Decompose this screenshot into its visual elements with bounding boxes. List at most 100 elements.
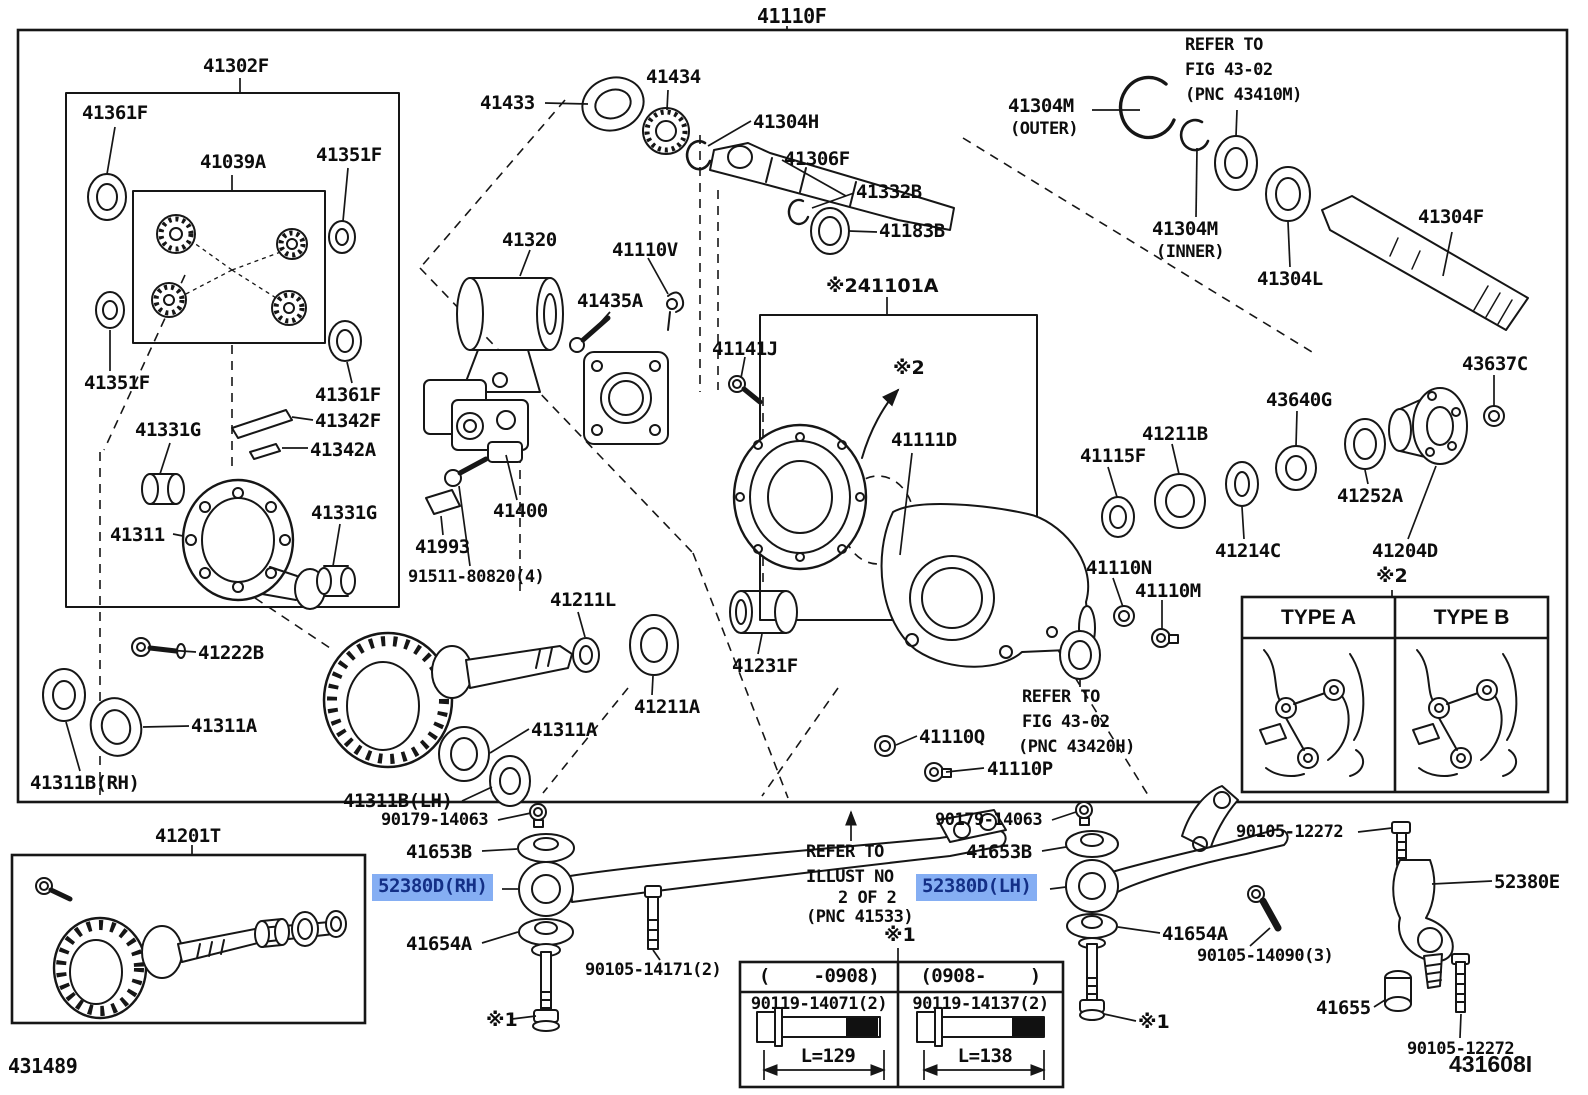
part-label-41110m: 41110M [1135, 580, 1201, 602]
ref-mark-1-left: ※1 [486, 1009, 518, 1031]
differential-case-parts-illustration [87, 173, 362, 610]
part-label-41351f-upper: 41351F [316, 144, 382, 166]
ring-gear-and-pinion-illustration [42, 631, 573, 807]
part-label-41351f-lower: 41351F [84, 372, 150, 394]
ref-mark-1-table: ※1 [884, 924, 916, 946]
bolt-table-length-right: L=138 [957, 1045, 1013, 1067]
part-label-41204d: 41204D [1372, 540, 1438, 562]
actuator-tube-illustration [423, 277, 685, 515]
part-label-41331g-upper: 41331G [135, 419, 201, 441]
part-label-41101a: ※241101A [826, 275, 939, 297]
part-label-41252a: 41252A [1337, 485, 1403, 507]
part-label-90105-12272-top: 90105-12272 [1236, 822, 1344, 842]
note-refer-illust-line2: ILLUST NO [806, 867, 894, 887]
part-label-41141j: 41141J [712, 338, 778, 360]
part-label-41311: 41311 [110, 524, 165, 546]
part-label-43640g: 43640G [1266, 389, 1332, 411]
part-label-41304m-outer-sub: (OUTER) [1010, 119, 1079, 139]
part-label-90105-12272-bottom: 90105-12272 [1407, 1039, 1515, 1059]
part-label-41304h: 41304H [753, 111, 819, 133]
part-label-90105-14090: 90105-14090(3) [1197, 946, 1334, 966]
drawing-code-bottom-right: 431608I [1449, 1051, 1533, 1077]
drawing-code-bottom-left: 431489 [8, 1054, 78, 1078]
ref-mark-2-above-type-table: ※2 [1376, 565, 1408, 587]
part-label-52380d-lh-highlighted[interactable]: 52380D(LH) [916, 874, 1038, 901]
part-label-90179-14063-left: 90179-14063 [381, 810, 489, 830]
part-label-41653b-right: 41653B [966, 841, 1032, 863]
part-label-41654a-right: 41654A [1162, 923, 1228, 945]
drive-pinion-parts-illustration [581, 76, 955, 255]
part-label-41332b: 41332B [856, 181, 922, 203]
diagram-title: 41110F [757, 4, 827, 28]
part-label-52380e: 52380E [1494, 871, 1560, 893]
note-refer-fig-top-line1: REFER TO [1185, 35, 1263, 55]
ref-mark-1-right: ※1 [1138, 1011, 1170, 1033]
part-label-41115f: 41115F [1080, 445, 1146, 467]
part-label-41435a: 41435A [577, 290, 643, 312]
part-label-91511-80820: 91511-80820(4) [408, 567, 545, 587]
type-a-art [1259, 649, 1365, 777]
part-label-41361f-lower: 41361F [315, 384, 381, 406]
note-refer-illust-line4: (PNC 41533) [806, 907, 914, 927]
part-label-41311a-left: 41311A [191, 715, 257, 737]
part-label-41342f: 41342F [315, 410, 381, 432]
part-label-90105-14171: 90105-14171(2) [585, 960, 722, 980]
part-label-41110n: 41110N [1086, 557, 1152, 579]
note-refer-fig-mid-line1: REFER TO [1022, 687, 1100, 707]
part-label-41111d: 41111D [891, 429, 957, 451]
bolt-table-header-right: (0908- ) [920, 965, 1041, 987]
bolt-table-illustrations [756, 1007, 1046, 1080]
part-label-41653b-left: 41653B [406, 841, 472, 863]
part-label-41434: 41434 [646, 66, 701, 88]
part-label-41433: 41433 [480, 92, 535, 114]
part-label-41201t: 41201T [155, 825, 221, 847]
part-label-41655: 41655 [1316, 997, 1371, 1019]
part-label-41110v: 41110V [612, 239, 678, 261]
part-label-41400: 41400 [493, 500, 548, 522]
part-label-52380d-rh-highlighted[interactable]: 52380D(RH) [372, 874, 494, 901]
bolt-table-header-left: ( -0908) [758, 965, 880, 987]
part-label-41110q: 41110Q [919, 726, 985, 748]
part-label-41231f: 41231F [732, 655, 798, 677]
part-label-41214c: 41214C [1215, 540, 1281, 562]
part-label-41993: 41993 [415, 536, 470, 558]
part-label-41222b: 41222B [198, 642, 264, 664]
part-label-41211l: 41211L [550, 589, 616, 611]
note-refer-illust-line3: 2 OF 2 [838, 888, 897, 908]
part-label-90179-14063-right: 90179-14063 [935, 810, 1043, 830]
bolt-table-part-left: 90119-14071(2) [750, 994, 888, 1014]
note-refer-fig-top-line3: (PNC 43410M) [1185, 85, 1302, 105]
bolt-table-length-left: L=129 [800, 1045, 856, 1067]
ref-mark-2-in-box: ※2 [893, 357, 925, 379]
part-label-41211a: 41211A [634, 696, 700, 718]
part-label-43637c: 43637C [1462, 353, 1528, 375]
part-label-41342a: 41342A [310, 439, 376, 461]
part-label-41311b-rh: 41311B(RH) [30, 772, 140, 794]
bolt-table-part-right: 90119-14137(2) [912, 994, 1049, 1014]
note-refer-fig-mid-line3: (PNC 43420H) [1018, 737, 1135, 757]
part-label-41304m-inner-sub: (INNER) [1156, 242, 1225, 262]
part-label-41302f: 41302F [203, 55, 269, 77]
output-shaft-parts-illustration [1118, 75, 1529, 331]
idler-arm-lh-illustration [1065, 785, 1289, 1021]
part-label-41311b-lh: 41311B(LH) [343, 790, 453, 812]
front-carrier-cover-illustration [572, 375, 1179, 782]
part-label-41306f: 41306F [784, 148, 850, 170]
part-label-41211b: 41211B [1142, 423, 1208, 445]
part-label-41304m-outer: 41304M [1008, 95, 1074, 117]
part-label-41654a-left: 41654A [406, 933, 472, 955]
part-label-41331g-lower: 41331G [311, 502, 377, 524]
note-refer-fig-mid-line2: FIG 43-02 [1022, 712, 1110, 732]
part-label-41304f: 41304F [1418, 206, 1484, 228]
part-label-41183b: 41183B [879, 220, 945, 242]
dashed-assembly-lines [99, 99, 1313, 799]
part-label-41304l: 41304L [1257, 268, 1323, 290]
side-bearing-row-illustration [1101, 387, 1505, 538]
note-refer-illust-line1: REFER TO [806, 842, 884, 862]
leader-lines [65, 26, 1495, 1039]
type-b-art [1412, 649, 1518, 777]
final-gear-kit-illustration [35, 877, 347, 1020]
part-label-41304m-inner: 41304M [1152, 218, 1218, 240]
